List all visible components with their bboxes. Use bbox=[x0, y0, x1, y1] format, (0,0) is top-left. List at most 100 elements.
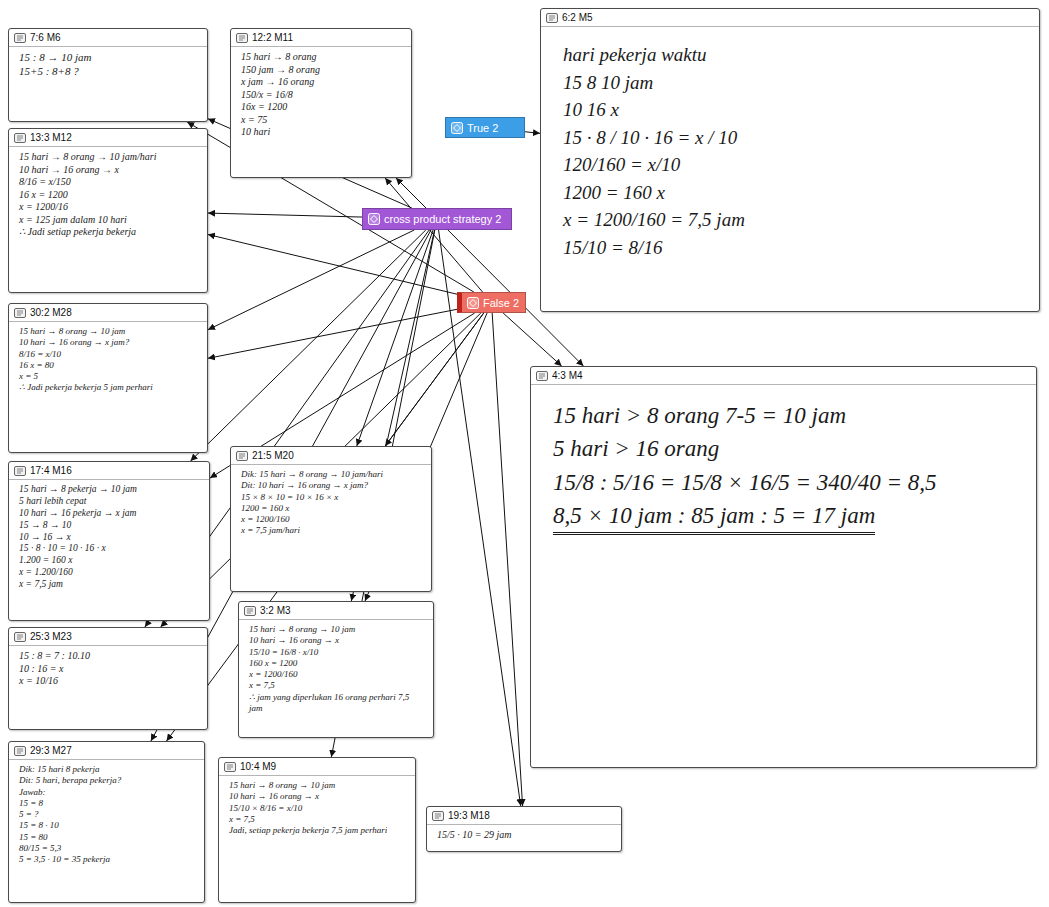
handwritten-line: 15 hari → 8 orang → 10 jam/hari bbox=[19, 151, 199, 164]
handwritten-line: 15 8 10 jam bbox=[563, 69, 1017, 97]
document-header: 25:3 M23 bbox=[9, 628, 207, 646]
handwritten-line: x = 1.200/160 bbox=[19, 567, 201, 579]
document-box: 19:3 M18 15/5 · 10 = 29 jam bbox=[426, 806, 622, 852]
handwritten-line: 15/5 · 10 = 29 jam bbox=[437, 829, 613, 842]
document-icon bbox=[536, 371, 548, 381]
handwritten-text: 10 → 16 → x bbox=[19, 532, 71, 542]
handwritten-line: Dik: 15 hari → 8 orang → 10 jam/hari bbox=[241, 469, 423, 480]
handwritten-text: 15 hari → 8 orang → 10 jam/hari bbox=[19, 151, 157, 162]
handwritten-line: 15 : 8 → 10 jam bbox=[19, 51, 199, 65]
relation-arrow bbox=[208, 230, 414, 330]
document-box: 3:2 M315 hari → 8 orang → 10 jam10 hari … bbox=[238, 601, 434, 738]
document-icon bbox=[14, 466, 26, 476]
handwritten-text: 15 hari > 8 orang 7-5 = 10 jam bbox=[553, 403, 846, 428]
handwritten-text: x = 1.200/160 bbox=[19, 567, 73, 577]
handwritten-text: x = 7,5 jam bbox=[19, 579, 63, 589]
document-body: 15 hari → 8 pekerja → 10 jam5 hari lebih… bbox=[9, 480, 209, 595]
handwritten-text: x = 1200/160 = 7,5 jam bbox=[563, 209, 745, 230]
code-label: False 2 bbox=[483, 297, 519, 309]
handwritten-line: Dik: 15 hari 8 pekerja bbox=[19, 764, 196, 775]
handwritten-text: x = 7,5 bbox=[229, 814, 255, 824]
relation-arrow bbox=[167, 313, 484, 741]
document-id: 13:3 M12 bbox=[30, 132, 72, 143]
handwritten-text: 15 : 8 = 7 : 10.10 bbox=[19, 650, 90, 661]
relation-arrow bbox=[503, 313, 562, 366]
handwritten-line: 10 → 16 → x bbox=[19, 532, 201, 544]
document-box: 25:3 M23 15 : 8 = 7 : 10.1010 : 16 = xx =… bbox=[8, 627, 208, 730]
handwritten-text: 10 hari → 16 pekerja → x jam bbox=[19, 508, 136, 518]
relation-arrow bbox=[396, 178, 426, 208]
handwritten-line: 16 x = 1200 bbox=[19, 189, 199, 202]
handwritten-line: x = 7,5 bbox=[249, 680, 425, 691]
handwritten-line: 15 = 80 bbox=[19, 832, 196, 843]
handwritten-text: x jam → 16 orang bbox=[241, 76, 314, 87]
code-icon bbox=[467, 297, 479, 309]
handwritten-text: x = 1200/160 bbox=[241, 514, 290, 524]
handwritten-line: 15 = 8 bbox=[19, 798, 196, 809]
handwritten-text: 1.200 = 160 x bbox=[19, 555, 72, 565]
handwritten-line: 5 = ? bbox=[19, 809, 196, 820]
handwritten-line: 15 hari → 8 pekerja → 10 jam bbox=[19, 484, 201, 496]
handwritten-text: hari pekerja waktu bbox=[563, 44, 707, 65]
document-header: 7:6 M6 bbox=[9, 29, 207, 47]
handwritten-line: 1200 = 160 x bbox=[241, 503, 423, 514]
document-body: 15 hari → 8 orang150 jam → 8 orangx jam … bbox=[231, 47, 411, 143]
document-box: 21:5 M20Dik: 15 hari → 8 orang → 10 jam/… bbox=[230, 446, 432, 592]
handwritten-line: 10 16 x bbox=[563, 96, 1017, 124]
handwritten-line: 15 hari → 8 orang → 10 jam bbox=[19, 326, 199, 337]
handwritten-line: 16 x = 80 bbox=[19, 360, 199, 371]
document-id: 7:6 M6 bbox=[30, 32, 61, 43]
handwritten-text: 15/5 · 10 = 29 jam bbox=[437, 829, 512, 840]
handwritten-text: 15 · 8 / 10 · 16 = x / 10 bbox=[563, 127, 737, 148]
code-icon bbox=[368, 213, 380, 225]
handwritten-line: x = 75 bbox=[241, 114, 403, 127]
document-body: 15 hari → 8 orang → 10 jam/hari10 hari →… bbox=[9, 147, 207, 243]
handwritten-line: 10 hari → 16 orang → x bbox=[249, 635, 425, 646]
document-icon bbox=[236, 33, 248, 43]
handwritten-line: 15 hari → 8 orang bbox=[241, 51, 403, 64]
handwritten-text: 16 x = 80 bbox=[19, 360, 54, 370]
handwritten-text: 10 hari bbox=[241, 126, 270, 137]
document-header: 10:4 M9 bbox=[219, 758, 415, 776]
relation-arrow bbox=[208, 213, 362, 217]
document-header: 3:2 M3 bbox=[239, 602, 433, 620]
handwritten-text: 10 hari → 16 orang → x bbox=[249, 635, 339, 645]
handwritten-line: x = 7,5 jam/hari bbox=[241, 525, 423, 536]
handwritten-line: 5 hari lebih cepat bbox=[19, 496, 201, 508]
handwritten-text: 15 × 8 × 10 = 10 × 16 × x bbox=[241, 492, 338, 502]
handwritten-text: 16x = 1200 bbox=[241, 101, 287, 112]
relation-arrow bbox=[357, 230, 433, 446]
handwritten-text: 5 = 3,5 · 10 = 35 pekerja bbox=[19, 854, 110, 864]
handwritten-text: Jawab: bbox=[19, 787, 46, 797]
handwritten-text: 8/16 = x/150 bbox=[19, 176, 71, 187]
document-box: 10:4 M915 hari → 8 orang → 10 jam10 hari… bbox=[218, 757, 416, 903]
document-body: 15 hari → 8 orang → 10 jam10 hari → 16 o… bbox=[239, 620, 433, 718]
handwritten-text: 15 hari → 8 orang → 10 jam bbox=[229, 780, 335, 790]
handwritten-text: 120/160 = x/10 bbox=[563, 154, 680, 175]
handwritten-line: 10 hari → 16 orang → x jam? bbox=[19, 337, 199, 348]
handwritten-line: 15 · 8 / 10 · 16 = x / 10 bbox=[563, 124, 1017, 152]
document-body: 15 hari → 8 orang → 10 jam10 hari → 16 o… bbox=[219, 776, 415, 840]
handwritten-text: 5 = ? bbox=[19, 809, 39, 819]
handwritten-line: x jam → 16 orang bbox=[241, 76, 403, 89]
document-body: 15 : 8 = 7 : 10.1010 : 16 = xx = 10/16 bbox=[9, 646, 207, 692]
document-body: 15/5 · 10 = 29 jam bbox=[427, 825, 621, 846]
document-header: 19:3 M18 bbox=[427, 807, 621, 825]
handwritten-text: 15 hari → 8 orang → 10 jam bbox=[19, 326, 125, 336]
handwritten-text: 10 hari → 16 orang → x jam? bbox=[19, 337, 129, 347]
handwritten-text: Dit: 5 hari, berapa pekerja? bbox=[19, 775, 121, 785]
document-header: 29:3 M27 bbox=[9, 742, 204, 760]
handwritten-text: 15/10 × 8/16 = x/10 bbox=[229, 803, 302, 813]
document-box: 30:2 M2815 hari → 8 orang → 10 jam10 har… bbox=[8, 303, 208, 453]
code-icon bbox=[451, 122, 463, 134]
document-id: 25:3 M23 bbox=[30, 631, 72, 642]
code-tag: cross product strategy 2 bbox=[362, 208, 512, 230]
handwritten-text: 160 x = 1200 bbox=[249, 658, 297, 668]
relation-arrow bbox=[525, 132, 540, 134]
handwritten-line: x = 7,5 jam bbox=[19, 579, 201, 591]
handwritten-line: x = 10/16 bbox=[19, 675, 199, 688]
document-id: 19:3 M18 bbox=[448, 810, 490, 821]
handwritten-text: 5 hari > 16 orang bbox=[553, 436, 719, 461]
handwritten-line: x = 1200/160 bbox=[249, 669, 425, 680]
